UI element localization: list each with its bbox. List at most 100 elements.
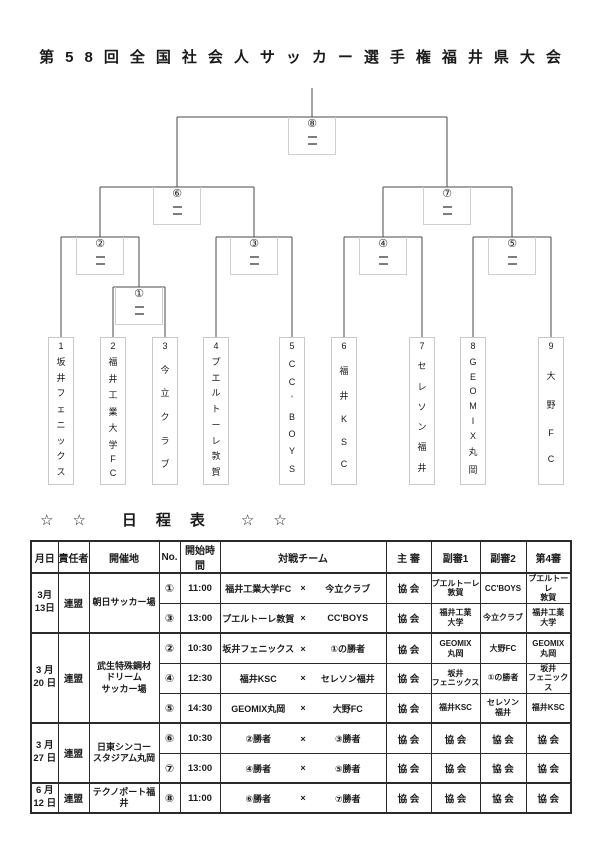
match-no-cell: ③ [158, 602, 181, 634]
vs-mark: × [300, 583, 306, 594]
table-row: ⑤ 14:30 GEOMIX丸岡 × 大野FC 協 会 福井KSC セレソン 福… [31, 692, 572, 724]
match-no-cell: ⑦ [158, 752, 181, 784]
date-cell: 3月 13日 [30, 571, 59, 634]
time-cell: 14:30 [179, 692, 221, 724]
time-cell: 13:00 [179, 602, 221, 634]
referee-cell: 協 会 [385, 722, 432, 754]
away-team: CC'BOYS [327, 613, 369, 624]
vs-mark: × [300, 673, 306, 684]
column-header: 第4審 [525, 540, 572, 574]
away-team: セレソン福井 [320, 673, 375, 684]
fourth-official-cell: 協 会 [525, 782, 572, 814]
team-seed: 3 [162, 341, 168, 351]
team-box-3: 3 今立クラブ [152, 337, 178, 485]
time-cell: 13:00 [179, 752, 221, 784]
team-seed: 8 [470, 341, 476, 351]
match-number: ⑧ [307, 118, 317, 130]
ar2-cell: ①の勝者 [479, 662, 527, 694]
match-number: ⑦ [442, 188, 452, 200]
match-node-2: ② [76, 237, 124, 275]
time-cell: 10:30 [179, 722, 221, 754]
match-cell: プエルトーレ敦賀 × CC'BOYS [219, 602, 387, 634]
team-name: プエルトーレ敦賀 [211, 356, 221, 478]
venue-cell: 日東シンコー スタジアム丸岡 [88, 722, 160, 784]
match-no-cell: ⑧ [158, 782, 181, 814]
away-team: ⑦勝者 [334, 793, 361, 804]
vs-mark: × [300, 643, 306, 654]
match-number: ⑥ [172, 188, 182, 200]
team-seed: 1 [58, 341, 64, 351]
fourth-official-cell: 協 会 [525, 722, 572, 754]
score-line [307, 143, 317, 145]
ar2-cell: セレソン 福井 [479, 692, 527, 724]
referee-cell: 協 会 [385, 782, 432, 814]
referee-cell: 協 会 [385, 602, 432, 634]
away-team: ①の勝者 [330, 644, 366, 655]
venue-cell: 朝日サッカー場 [88, 571, 160, 634]
home-team: 坂井フェニックス [222, 644, 295, 655]
match-no-cell: ④ [158, 662, 181, 694]
team-name: セレソン福井 [417, 361, 427, 473]
ar1-cell: 協 会 [430, 752, 481, 784]
table-row: 3 月 20 日 連盟 武生特殊鋼材 ドリーム サッカー場 ② 10:30 坂井… [30, 632, 572, 724]
ar2-cell: 大野FC [479, 632, 527, 664]
fourth-official-cell: 坂井 フェニックス [525, 662, 572, 694]
home-team: 福井KSC [239, 673, 277, 684]
column-header: 副審2 [479, 540, 527, 574]
date-cell: 3 月 27 日 [30, 722, 59, 784]
referee-cell: 協 会 [385, 662, 432, 694]
ar2-cell: 協 会 [479, 752, 527, 784]
team-box-7: 7 セレソン福井 [409, 337, 435, 485]
home-team: プエルトーレ敦賀 [222, 613, 295, 624]
team-box-4: 4 プエルトーレ敦賀 [203, 337, 229, 485]
score-line [249, 263, 259, 265]
score-line [442, 206, 452, 208]
column-header: 対戦チーム [219, 540, 387, 574]
column-header: 責任者 [57, 540, 90, 574]
away-team: ⑤勝者 [334, 763, 361, 774]
score-line [307, 136, 317, 138]
column-header: 月日 [30, 540, 59, 574]
time-cell: 12:30 [179, 662, 221, 694]
match-cell: ⑥勝者 × ⑦勝者 [219, 782, 387, 814]
score-line [134, 306, 144, 308]
match-node-1: ① [115, 287, 163, 325]
ar1-cell: GEOMIX 丸岡 [430, 632, 481, 664]
table-row: ③ 13:00 プエルトーレ敦賀 × CC'BOYS 協 会 福井工業 大学 今… [31, 602, 572, 634]
column-header: 副審1 [430, 540, 481, 574]
referee-cell: 協 会 [385, 692, 432, 724]
manager-cell: 連盟 [57, 632, 90, 724]
match-no-cell: ⑥ [158, 722, 181, 754]
match-cell: ②勝者 × ③勝者 [219, 722, 387, 754]
match-number: ⑤ [507, 238, 517, 250]
score-line [172, 213, 182, 215]
date-cell: 6 月 12 日 [30, 782, 59, 814]
table-header-row: 月日 責任者 開催地 No. 開始時間 対戦チーム 主 審 副審1 副審2 第4… [30, 540, 572, 574]
score-line [507, 263, 517, 265]
ar2-cell: CC'BOYS [479, 571, 527, 604]
table-row: ⑦ 13:00 ④勝者 × ⑤勝者 協 会 協 会 協 会 協 会 [31, 752, 572, 784]
ar1-cell: 協 会 [430, 722, 481, 754]
referee-cell: 協 会 [385, 632, 432, 664]
team-name: 坂井フェニックス [56, 356, 66, 478]
vs-mark: × [300, 703, 306, 714]
match-cell: GEOMIX丸岡 × 大野FC [219, 692, 387, 724]
match-cell: 坂井フェニックス × ①の勝者 [219, 632, 387, 664]
match-number: ④ [378, 238, 388, 250]
date-cell: 3 月 20 日 [30, 632, 59, 724]
team-seed: 6 [341, 341, 347, 351]
score-line [442, 213, 452, 215]
team-name: 今立クラブ [160, 364, 170, 470]
home-team: GEOMIX丸岡 [231, 703, 286, 714]
home-team: ⑥勝者 [245, 793, 272, 804]
match-number: ① [134, 288, 144, 300]
away-team: 今立クラブ [325, 583, 371, 594]
fourth-official-cell: GEOMIX 丸岡 [525, 632, 572, 664]
venue-cell: テクノポート福井 [88, 782, 160, 814]
table-row: 6 月 12 日 連盟 テクノポート福井 ⑧ 11:00 ⑥勝者 × ⑦勝者 協… [30, 782, 572, 814]
